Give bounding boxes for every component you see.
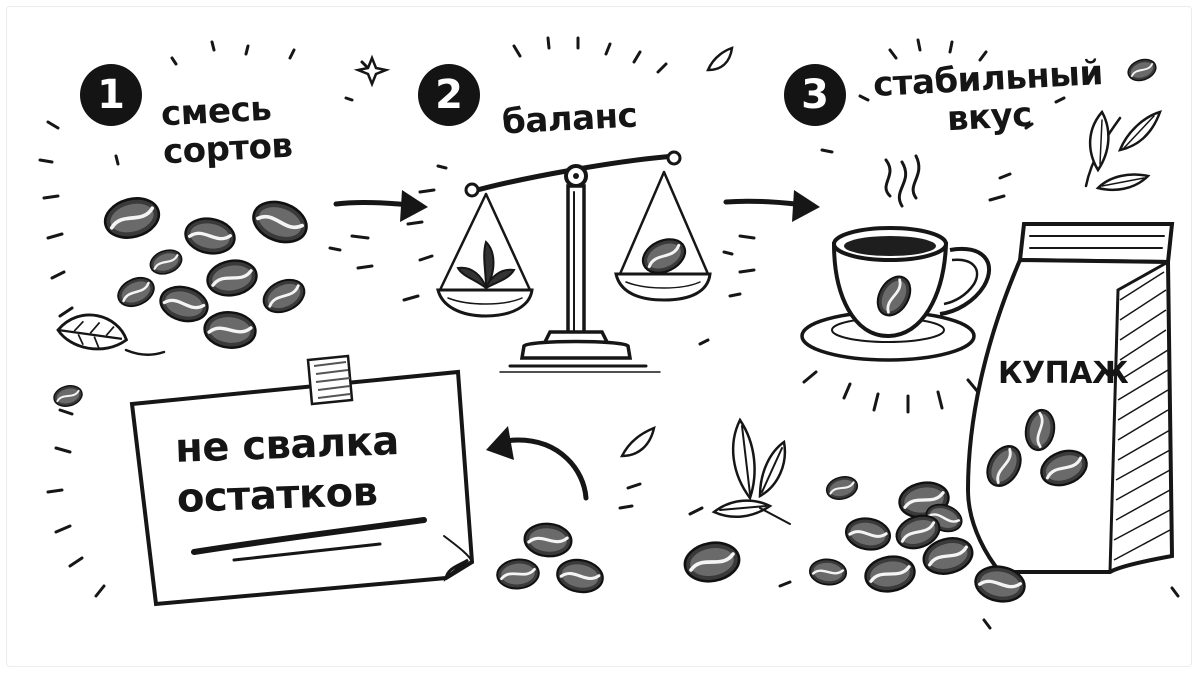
step1-rays <box>38 40 296 318</box>
coffee-bean-icon <box>181 213 239 259</box>
coffee-bean-icon <box>50 381 86 411</box>
step2-rays <box>344 36 668 302</box>
coffee-bean-icon <box>636 231 692 281</box>
arrow-left-curved-icon <box>486 426 589 501</box>
leaf-icon <box>619 417 791 525</box>
coffee-bean-icon <box>203 255 261 301</box>
coffee-bean-icon <box>521 520 575 560</box>
coffee-bean-icon <box>246 193 314 251</box>
bean-pile <box>98 190 314 352</box>
coffee-bean-icon <box>112 271 160 313</box>
coffee-bean-icon <box>861 551 919 597</box>
sparkle-icon <box>353 54 391 88</box>
step-1-label-line2: сортов <box>162 125 294 173</box>
coffee-bean-icon <box>154 280 214 328</box>
coffee-bean-icon <box>842 513 894 555</box>
coffee-bean-icon <box>679 536 745 588</box>
leaf-icon <box>706 46 734 72</box>
balance-scale-icon <box>436 150 712 373</box>
step-1-badge: 1 <box>80 64 142 126</box>
note-text: не свалка остатков <box>174 416 401 524</box>
coffee-bean-icon <box>145 244 187 280</box>
coffee-bean-icon <box>1124 54 1160 86</box>
step3-rays <box>802 38 1066 414</box>
step-3-badge: 3 <box>784 64 846 126</box>
note-line-1: не свалка <box>174 418 400 472</box>
coffee-bean-icon <box>257 272 311 320</box>
step-2-badge: 2 <box>418 64 480 126</box>
leaf-icon <box>1084 109 1163 192</box>
step-1-label: смесь сортов <box>160 89 294 173</box>
leaf-icon <box>54 306 132 358</box>
coffee-bean-icon <box>553 554 607 598</box>
step-3-label: стабильный вкус <box>872 53 1106 142</box>
coffee-cup-icon <box>800 154 991 362</box>
coffee-bean-icon <box>98 190 166 246</box>
sticky-note <box>46 354 475 607</box>
coffee-bean-icon <box>494 556 542 592</box>
step-2-label-line1: баланс <box>501 95 639 143</box>
bag-label: КУПАЖ <box>998 356 1129 391</box>
image-frame <box>6 6 1192 667</box>
coffee-bean-icon <box>823 472 861 504</box>
note-line-2: остатков <box>176 468 379 522</box>
step-2-label: баланс <box>501 95 639 143</box>
coffee-bean-icon <box>807 556 849 588</box>
arrow-right-icon <box>723 190 820 222</box>
coffee-bean-icon <box>201 308 259 352</box>
coffee-bag-icon <box>965 222 1175 574</box>
arrow-right-icon <box>333 190 428 222</box>
